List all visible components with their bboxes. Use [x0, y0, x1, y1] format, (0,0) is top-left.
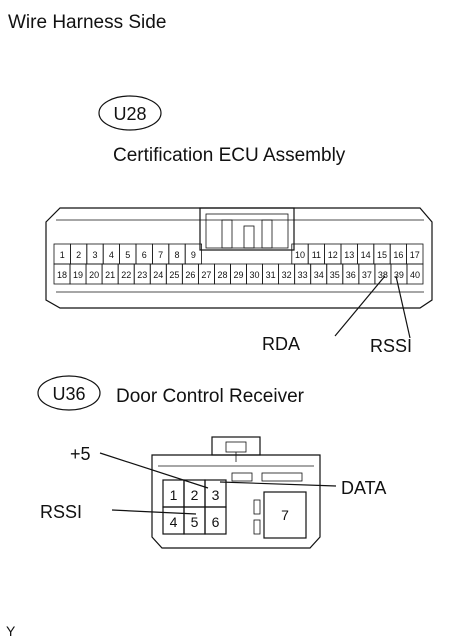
u28-pin-17: 17 — [410, 250, 420, 260]
u28-pin-7: 7 — [158, 250, 163, 260]
u28-pin-32: 32 — [282, 270, 292, 280]
u36-pin-6: 6 — [212, 514, 220, 530]
u28-pin-20: 20 — [89, 270, 99, 280]
rssi-leader-line-u36 — [111, 509, 197, 515]
u28-pin-10: 10 — [295, 250, 305, 260]
u36-label-rssi: RSSI — [40, 502, 82, 522]
data-leader-line — [219, 481, 337, 487]
u28-code: U28 — [113, 104, 146, 124]
rssi-leader-line-u28 — [395, 275, 411, 339]
rda-leader-line — [334, 275, 386, 337]
u28-pin-39: 39 — [394, 270, 404, 280]
u28-pin-30: 30 — [250, 270, 260, 280]
u28-pin-40-cell — [406, 263, 424, 285]
u36-pin-2: 2 — [191, 487, 199, 503]
u28-pin-8: 8 — [174, 250, 179, 260]
u28-pin-18: 18 — [57, 270, 67, 280]
u28-pin-2: 2 — [76, 250, 81, 260]
u36-pin-4: 4 — [170, 514, 178, 530]
u28-pin-24: 24 — [153, 270, 163, 280]
u28-pin-36: 36 — [346, 270, 356, 280]
u36-pin-3: 3 — [212, 487, 220, 503]
u28-pin-29: 29 — [233, 270, 243, 280]
u36-label-plus5: +5 — [70, 444, 91, 464]
u28-pin-28: 28 — [217, 270, 227, 280]
u36-name: Door Control Receiver — [116, 386, 305, 407]
u28-pin-38: 38 — [378, 270, 388, 280]
view-label: Wire Harness Side — [8, 12, 166, 33]
u36-pin-6-cell — [204, 506, 227, 535]
u28-code-ellipse — [98, 95, 162, 131]
footer-mark: Y — [6, 623, 16, 639]
u28-label-rda: RDA — [262, 334, 300, 354]
u28-pin-25: 25 — [169, 270, 179, 280]
u28-pin-27: 27 — [201, 270, 211, 280]
u28-pin-3: 3 — [92, 250, 97, 260]
u28-pin-34: 34 — [314, 270, 324, 280]
u28-pin-35: 35 — [330, 270, 340, 280]
u28-pin-11: 11 — [312, 250, 321, 260]
u28-pin-31: 31 — [266, 270, 276, 280]
u28-label-rssi: RSSI — [370, 336, 412, 356]
u28-pin-19: 19 — [73, 270, 83, 280]
u36-label-data: DATA — [341, 478, 386, 498]
u28-pin-21: 21 — [105, 270, 115, 280]
u28-pin-14: 14 — [361, 250, 371, 260]
u28-pin-22: 22 — [121, 270, 131, 280]
u28-pin-9: 9 — [191, 250, 196, 260]
u36-pin-1: 1 — [170, 487, 178, 503]
u28-pin-6: 6 — [142, 250, 147, 260]
u28-name: Certification ECU Assembly — [113, 145, 346, 166]
u28-pin-5: 5 — [125, 250, 130, 260]
u28-pin-16: 16 — [393, 250, 403, 260]
u28-pin-4: 4 — [109, 250, 114, 260]
u28-pin-33: 33 — [298, 270, 308, 280]
u36-pin-7: 7 — [281, 507, 289, 523]
u36-pin-5: 5 — [191, 514, 199, 530]
u36-code: U36 — [52, 384, 85, 404]
u28-pin-12: 12 — [328, 250, 338, 260]
u36-code-ellipse — [37, 375, 101, 411]
u28-pin-15: 15 — [377, 250, 387, 260]
plus5-leader-line — [99, 452, 209, 489]
u28-pin-1: 1 — [60, 250, 65, 260]
u28-pin-40: 40 — [410, 270, 420, 280]
u28-pin-26: 26 — [185, 270, 195, 280]
u28-pin-37: 37 — [362, 270, 372, 280]
u28-pin-13: 13 — [344, 250, 354, 260]
u28-pin-23: 23 — [137, 270, 147, 280]
